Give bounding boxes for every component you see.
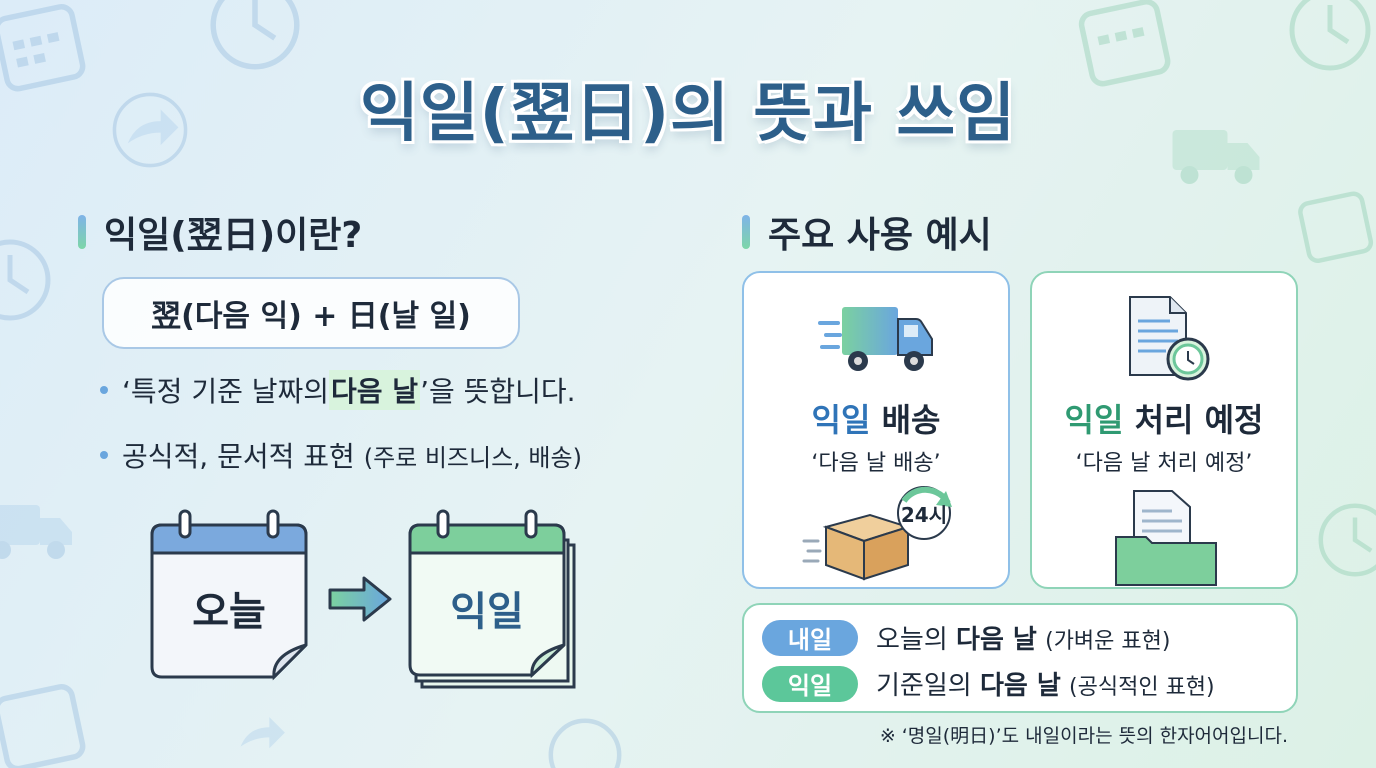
bullet2-main: 공식적, 문서적 표현	[122, 440, 355, 473]
comparison-bold: 다음 날	[956, 625, 1037, 655]
pill-badge: 익일	[762, 665, 858, 702]
bg-share-arrow-icon	[112, 92, 188, 168]
bg-clock-icon	[1318, 503, 1376, 577]
card2-title: 익일 처리 예정	[1032, 395, 1296, 441]
document-clock-icon	[1129, 296, 1210, 381]
card2-subtitle: ‘다음 날 처리 예정’	[1075, 451, 1253, 476]
bg-truck-icon	[0, 505, 72, 559]
page-title: 익일(翌日)의 뜻과 쓰임	[359, 77, 1017, 151]
list-item: 공식적, 문서적 표현 (주로 비즈니스, 배송)	[100, 435, 582, 475]
arrow-right-icon	[328, 576, 392, 622]
calendar-next-day-icon: 익일	[404, 505, 584, 695]
definition-list: ‘특정 기준 날짜의 다음 날’을 뜻합니다. 공식적, 문서적 표현 (주로 …	[100, 370, 582, 500]
bullet-dot	[100, 451, 108, 459]
bg-truck-icon	[1172, 130, 1260, 184]
bullet2-note: (주로 비즈니스, 배송)	[363, 443, 582, 472]
comparison-bold: 다음 날	[979, 671, 1061, 701]
example-card-delivery: 익일 배송 ‘다음 날 배송’ 24시	[742, 271, 1010, 589]
box-icon	[802, 486, 952, 581]
pill-badge: 내일	[762, 619, 858, 656]
calendar-next-day-label: 익일	[450, 589, 524, 635]
card1-title-rest: 배송	[870, 401, 941, 439]
bg-calendar-icon	[0, 684, 86, 768]
bullet1-highlight: 다음 날	[329, 370, 421, 410]
card1-title-keyword: 익일	[811, 401, 871, 439]
hours-badge: 24시	[900, 503, 948, 527]
card2-title-rest: 처리 예정	[1123, 401, 1264, 439]
card1-title: 익일 배송	[744, 395, 1008, 441]
comparison-row-tomorrow: 내일 오늘의 다음 날 (가벼운 표현)	[762, 619, 1170, 656]
truck-icon	[818, 307, 933, 371]
calendar-today-icon: 오늘	[146, 505, 316, 685]
comparison-pre: 기준일의	[876, 671, 980, 701]
bg-calendar-icon	[1298, 191, 1374, 263]
comparison-note: (가벼운 표현)	[1045, 629, 1171, 654]
right-section-heading: 주요 사용 예시	[742, 206, 992, 258]
comparison-row-next-day: 익일 기준일의 다음 날 (공식적인 표현)	[762, 665, 1215, 702]
list-item: ‘특정 기준 날짜의 다음 날’을 뜻합니다.	[100, 370, 582, 410]
right-heading-text: 주요 사용 예시	[768, 215, 992, 256]
folder-icon	[1115, 490, 1217, 586]
example-card-processing: 익일 처리 예정 ‘다음 날 처리 예정’	[1030, 271, 1298, 589]
bg-calendar-icon	[0, 4, 86, 92]
heading-accent-bar	[78, 215, 86, 249]
footnote: ※ ‘명일(明日)’도 내일이라는 뜻의 한자어어입니다.	[879, 725, 1288, 747]
bg-clock-icon	[548, 718, 622, 768]
heading-accent-bar	[742, 215, 750, 249]
left-heading-text: 익일(翌日)이란?	[104, 215, 363, 256]
bg-share-arrow-icon	[240, 717, 285, 749]
bullet-dot	[100, 386, 108, 394]
comparison-pre: 오늘의	[876, 625, 957, 655]
card1-subtitle: ‘다음 날 배송’	[811, 451, 941, 476]
comparison-note: (공식적인 표현)	[1069, 675, 1215, 700]
comparison-text: 오늘의 다음 날 (가벼운 표현)	[876, 619, 1170, 656]
calendar-today-label: 오늘	[192, 589, 266, 635]
bg-calendar-icon	[1078, 0, 1171, 87]
etymology-box: 翌(다음 익) + 日(날 일)	[102, 277, 520, 349]
bg-clock-icon	[0, 239, 51, 321]
left-section-heading: 익일(翌日)이란?	[78, 206, 362, 258]
bullet1-pre: ‘특정 기준 날짜의	[122, 375, 330, 408]
bg-clock-icon	[210, 0, 300, 70]
bg-clock-icon	[1289, 0, 1371, 71]
comparison-box: 내일 오늘의 다음 날 (가벼운 표현) 익일 기준일의 다음 날 (공식적인 …	[742, 603, 1298, 713]
comparison-text: 기준일의 다음 날 (공식적인 표현)	[876, 665, 1215, 702]
bullet1-post: ’을 뜻합니다.	[420, 375, 576, 408]
card2-title-keyword: 익일	[1064, 401, 1124, 439]
